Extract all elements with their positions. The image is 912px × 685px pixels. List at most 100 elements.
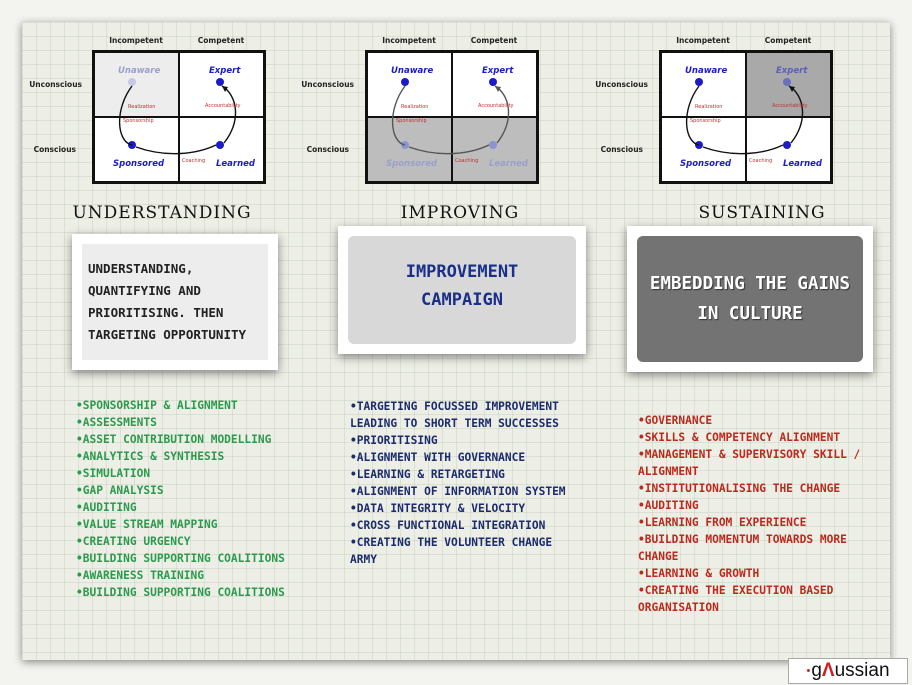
cell-learned: [179, 117, 264, 182]
col-label-competent: Competent: [197, 36, 245, 45]
list-item: •ASSESSMENTS: [76, 416, 157, 429]
list-item: •VALUE STREAM MAPPING: [76, 518, 218, 531]
cell-learned: [746, 117, 831, 182]
list-item: •CREATING URGENCY: [76, 535, 191, 548]
list-item: •ANALYTICS & SYNTHESIS: [76, 450, 225, 463]
list-item: •DATA INTEGRITY & VELOCITY: [350, 502, 526, 515]
label-realization: Realization: [128, 104, 156, 110]
label-coaching: Coaching: [455, 158, 479, 164]
label-sponsorship: Sponsorship: [123, 118, 154, 124]
list-item: •CROSS FUNCTIONAL INTEGRATION: [350, 519, 546, 532]
competence-matrix-improving: Incompetent Competent Unconscious Consci…: [272, 0, 592, 190]
card-understanding: UNDERSTANDING, QUANTIFYING AND PRIORITIS…: [72, 234, 278, 370]
col-label-incompetent: Incompetent: [109, 36, 163, 45]
transition-arrows: [118, 78, 237, 155]
label-coaching: Coaching: [749, 158, 773, 164]
list-item: •CREATING THE EXECUTION BASED ORGANISATI…: [638, 584, 834, 614]
card-sustaining: EMBEDDING THE GAINS IN CULTURE: [627, 226, 873, 372]
matrix-grid: [365, 50, 539, 184]
list-item: •TARGETING FOCUSSED IMPROVEMENT LEADING …: [350, 400, 559, 430]
label-sponsorship: Sponsorship: [690, 118, 721, 124]
list-item: •INSTITUTIONALISING THE CHANGE: [638, 482, 841, 495]
list-item: •SIMULATION: [76, 467, 151, 480]
list-item: •AUDITING: [638, 499, 699, 512]
label-unaware: Unaware: [118, 66, 161, 76]
label-expert: Expert: [482, 66, 514, 76]
label-unaware: Unaware: [685, 66, 728, 76]
section-title-improving: IMPROVING: [400, 203, 520, 223]
list-item: •AUDITING: [76, 501, 137, 514]
label-sponsorship: Sponsorship: [396, 118, 427, 124]
logo-lambda-mark: Λ: [821, 660, 835, 681]
list-item: •SKILLS & COMPETENCY ALIGNMENT: [638, 431, 841, 444]
label-sponsored: Sponsored: [680, 159, 732, 169]
card-text-understanding: UNDERSTANDING, QUANTIFYING AND PRIORITIS…: [88, 261, 247, 342]
list-item: •ALIGNMENT WITH GOVERNANCE: [350, 451, 526, 464]
label-sponsored: Sponsored: [113, 159, 165, 169]
list-item: •SPONSORSHIP & ALIGNMENT: [76, 399, 238, 412]
row-label-conscious: Conscious: [306, 145, 349, 154]
label-unaware: Unaware: [391, 66, 434, 76]
list-item: •ASSET CONTRIBUTION MODELLING: [76, 433, 272, 446]
label-expert: Expert: [209, 66, 241, 76]
list-item: •CREATING THE VOLUNTEER CHANGE ARMY: [350, 536, 553, 566]
bullet-list-improving: •TARGETING FOCUSSED IMPROVEMENT LEADING …: [350, 398, 582, 568]
logo-dot: •: [806, 665, 811, 677]
list-item: •GAP ANALYSIS: [76, 484, 164, 497]
cell-learned: [452, 117, 537, 182]
label-accountability: Accountability: [205, 103, 241, 109]
list-item: •LEARNING & GROWTH: [638, 567, 760, 580]
cell-unaware: [661, 52, 746, 117]
label-expert: Expert: [776, 66, 808, 76]
col-label-incompetent: Incompetent: [382, 36, 436, 45]
card-text-sustaining: EMBEDDING THE GAINS IN CULTURE: [649, 274, 851, 324]
list-item: •LEARNING FROM EXPERIENCE: [638, 516, 807, 529]
section-title-sustaining: SUSTAINING: [698, 203, 826, 223]
col-label-competent: Competent: [470, 36, 518, 45]
list-item: •AWARENESS TRAINING: [76, 569, 204, 582]
label-accountability: Accountability: [478, 103, 514, 109]
cell-sponsored: [94, 117, 179, 182]
label-learned: Learned: [783, 159, 823, 169]
matrix-grid: [659, 50, 833, 184]
transition-arrows: [685, 78, 804, 155]
competence-matrix-sustaining: Incompetent Competent Unconscious Consci…: [566, 0, 886, 190]
competence-matrix-understanding: Incompetent Competent Unconscious Consci…: [0, 0, 320, 190]
col-label-competent: Competent: [764, 36, 812, 45]
label-realization: Realization: [695, 104, 723, 110]
transition-arrows: [391, 78, 510, 155]
matrix-grid: [92, 50, 266, 184]
cell-expert: [452, 52, 537, 117]
list-item: •LEARNING & RETARGETING: [350, 468, 505, 481]
bullet-list-sustaining: •GOVERNANCE •SKILLS & COMPETENCY ALIGNME…: [638, 412, 870, 616]
label-accountability: Accountability: [772, 103, 808, 109]
logo-text-post: ussian: [834, 660, 890, 681]
list-item: •BUILDING MOMENTUM TOWARDS MORE CHANGE: [638, 533, 847, 563]
list-item: •PRIORITISING: [350, 434, 438, 447]
section-title-understanding: UNDERSTANDING: [72, 203, 252, 223]
cell-unaware: [94, 52, 179, 117]
label-learned: Learned: [216, 159, 256, 169]
cell-unaware: [367, 52, 452, 117]
card-improving: IMPROVEMENT CAMPAIGN: [338, 226, 586, 354]
list-item: •ALIGNMENT OF INFORMATION SYSTEM: [350, 485, 566, 498]
cell-sponsored: [661, 117, 746, 182]
row-label-conscious: Conscious: [33, 145, 76, 154]
row-label-unconscious: Unconscious: [29, 80, 82, 89]
label-realization: Realization: [401, 104, 429, 110]
cell-expert: [179, 52, 264, 117]
list-item: •GOVERNANCE: [638, 414, 713, 427]
list-item: •MANAGEMENT & SUPERVISORY SKILL / ALIGNM…: [638, 448, 861, 478]
bullet-list-understanding: •SPONSORSHIP & ALIGNMENT •ASSESSMENTS •A…: [76, 397, 316, 601]
list-item: •BUILDING SUPPORTING COALITIONS: [76, 586, 285, 599]
cell-sponsored: [367, 117, 452, 182]
list-item: •BUILDING SUPPORTING COALITIONS: [76, 552, 285, 565]
row-label-unconscious: Unconscious: [595, 80, 648, 89]
row-label-unconscious: Unconscious: [301, 80, 354, 89]
logo-text-pre: g: [811, 660, 822, 681]
label-sponsored: Sponsored: [386, 159, 438, 169]
label-learned: Learned: [489, 159, 529, 169]
label-coaching: Coaching: [182, 158, 206, 164]
row-label-conscious: Conscious: [600, 145, 643, 154]
